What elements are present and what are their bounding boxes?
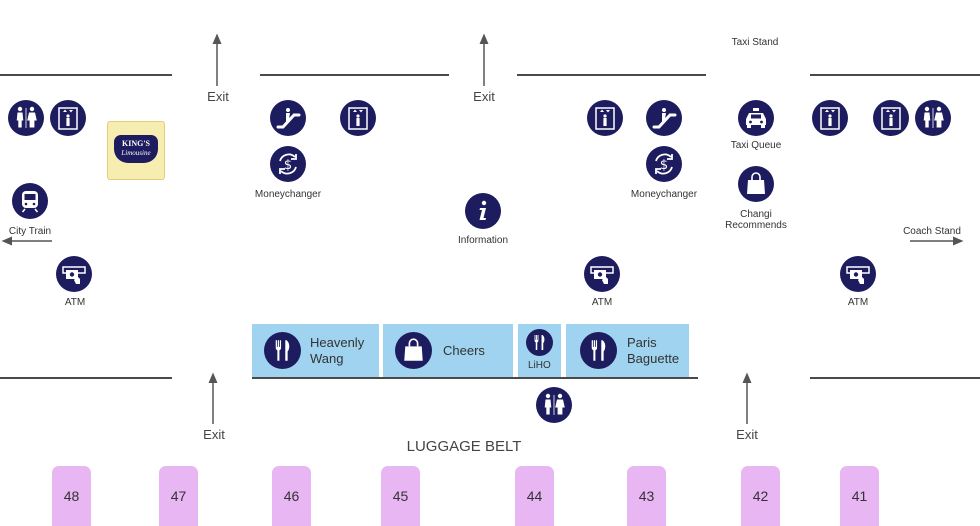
shopping-bag-icon[interactable] — [738, 166, 774, 202]
lift-icon[interactable] — [812, 100, 848, 136]
exit-label-4: Exit — [736, 427, 758, 442]
shop-paris-baguette[interactable]: Paris Baguette — [566, 324, 689, 377]
wall-bottom-2 — [252, 377, 698, 379]
escalator-icon[interactable] — [270, 100, 306, 136]
wall-top-2 — [260, 74, 449, 76]
belt-48[interactable]: 48 — [52, 466, 91, 526]
shop-liho[interactable]: LiHO — [518, 324, 561, 377]
shop-name-line-2: Baguette — [627, 351, 680, 366]
information-icon[interactable] — [465, 193, 501, 229]
shop-name-line-1: Paris — [627, 335, 657, 350]
belt-44[interactable]: 44 — [515, 466, 554, 526]
shop-name-line-2: Wang — [310, 351, 344, 366]
wall-bottom-1 — [0, 377, 172, 379]
train-icon[interactable] — [12, 183, 48, 219]
logo-line-2: Limousine — [121, 149, 151, 157]
belt-42[interactable]: 42 — [741, 466, 780, 526]
lift-icon[interactable] — [340, 100, 376, 136]
belt-41[interactable]: 41 — [840, 466, 879, 526]
wall-top-3 — [517, 74, 706, 76]
toilet-icon[interactable] — [915, 100, 951, 136]
kings-limousine-logo[interactable]: KING'S Limousine — [107, 121, 165, 180]
atm-label-right: ATM — [847, 297, 869, 308]
cutlery-icon — [580, 332, 617, 369]
atm-icon[interactable] — [584, 256, 620, 292]
escalator-icon[interactable] — [646, 100, 682, 136]
atm-icon[interactable] — [56, 256, 92, 292]
luggage-belt-title: LUGGAGE BELT — [406, 438, 522, 455]
exit-label-2: Exit — [473, 89, 495, 104]
atm-icon[interactable] — [840, 256, 876, 292]
moneychanger-icon[interactable] — [270, 146, 306, 182]
shop-heavenly-wang[interactable]: Heavenly Wang — [252, 324, 379, 377]
shop-name-line-1: Heavenly — [310, 335, 365, 350]
taxi-icon[interactable] — [738, 100, 774, 136]
wall-top-1 — [0, 74, 172, 76]
belt-43[interactable]: 43 — [627, 466, 666, 526]
atm-label-left: ATM — [64, 297, 86, 308]
logo-badge: KING'S Limousine — [114, 135, 158, 163]
toilet-icon[interactable] — [8, 100, 44, 136]
shopping-bag-icon — [395, 332, 432, 369]
taxi-queue-label: Taxi Queue — [730, 140, 782, 151]
lift-icon[interactable] — [50, 100, 86, 136]
lift-icon[interactable] — [873, 100, 909, 136]
belt-46[interactable]: 46 — [272, 466, 311, 526]
city-train-label: City Train — [8, 226, 52, 237]
lift-icon[interactable] — [587, 100, 623, 136]
shop-name: Cheers — [443, 343, 485, 358]
belt-45[interactable]: 45 — [381, 466, 420, 526]
moneychanger-icon[interactable] — [646, 146, 682, 182]
moneychanger-label-left: Moneychanger — [254, 189, 322, 200]
shop-cheers[interactable]: Cheers — [383, 324, 513, 377]
cutlery-icon — [526, 329, 553, 356]
changi-recommends-label-2: Recommends — [725, 220, 787, 231]
logo-line-1: KING'S — [121, 139, 150, 148]
toilet-icon[interactable] — [536, 387, 572, 423]
coach-stand-label: Coach Stand — [903, 226, 961, 237]
belt-47[interactable]: 47 — [159, 466, 198, 526]
moneychanger-label-right: Moneychanger — [630, 189, 698, 200]
shop-name: LiHO — [528, 360, 551, 371]
wall-bottom-3 — [810, 377, 980, 379]
wall-top-4 — [810, 74, 980, 76]
cutlery-icon — [264, 332, 301, 369]
exit-label-3: Exit — [203, 427, 225, 442]
atm-label-mid: ATM — [591, 297, 613, 308]
information-label: Information — [457, 235, 509, 246]
changi-recommends-label-1: Changi — [740, 209, 772, 220]
taxi-stand-label: Taxi Stand — [731, 37, 779, 48]
exit-label-1: Exit — [207, 89, 229, 104]
